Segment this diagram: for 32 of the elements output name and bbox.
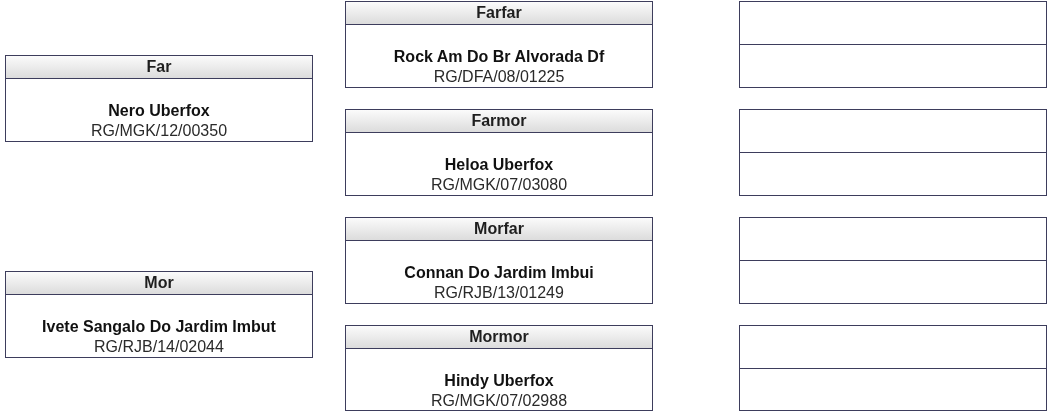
registration-number: RG/DFA/08/01225: [433, 67, 565, 87]
registration-number: RG/RJB/14/02044: [94, 337, 224, 357]
pedigree-card: [345, 217, 653, 304]
pedigree-card: [5, 271, 313, 358]
animal-name: Ivete Sangalo Do Jardim Imbut: [42, 317, 276, 337]
pedigree-card: [5, 55, 313, 142]
card-heading: Farmor: [346, 110, 652, 133]
card-heading: Morfar: [346, 218, 652, 241]
pedigree-card: [345, 1, 653, 88]
pedigree-card: [345, 325, 653, 411]
empty-box: [739, 152, 1047, 196]
card-heading: Mor: [6, 272, 312, 295]
registration-number: RG/MGK/12/00350: [90, 121, 228, 141]
registration-number: RG/RJB/13/01249: [434, 283, 564, 303]
card-heading: Far: [6, 56, 312, 79]
animal-name: Connan Do Jardim Imbui: [404, 263, 594, 283]
animal-name: Heloa Uberfox: [444, 155, 554, 175]
empty-box: [739, 1, 1047, 45]
empty-box: [739, 325, 1047, 369]
empty-box: [739, 260, 1047, 304]
animal-name: Nero Uberfox: [108, 101, 210, 121]
card-heading: Mormor: [346, 326, 652, 349]
animal-name: Hindy Uberfox: [444, 371, 554, 391]
animal-name: Rock Am Do Br Alvorada Df: [393, 47, 605, 67]
card-heading: Farfar: [346, 2, 652, 25]
pedigree-card: [345, 109, 653, 196]
empty-box: [739, 44, 1047, 88]
empty-box: [739, 368, 1047, 411]
registration-number: RG/MGK/07/02988: [430, 391, 568, 411]
registration-number: RG/MGK/07/03080: [430, 175, 568, 195]
empty-box: [739, 217, 1047, 261]
empty-box: [739, 109, 1047, 153]
